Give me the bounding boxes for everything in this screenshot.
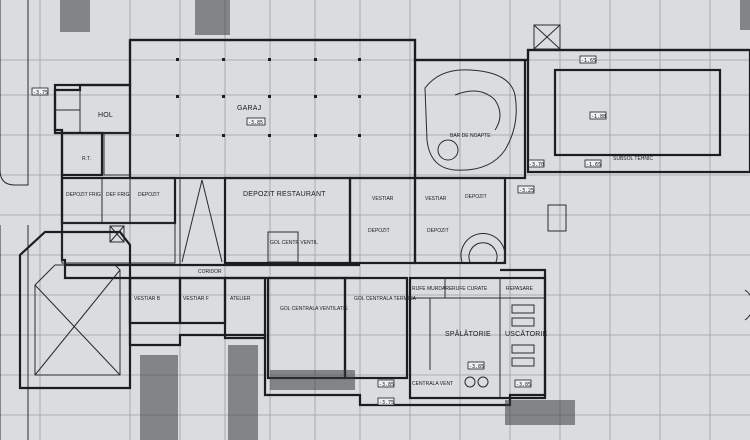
- label-depozit-restaurant: DEPOZIT RESTAURANT: [243, 191, 326, 198]
- washer-1: [464, 376, 476, 388]
- north-arrow-arc: [744, 289, 750, 321]
- room-gol-centrala-termica: [343, 276, 409, 380]
- label-subsol-tehnic: SUBSOL TEHNIC: [613, 156, 653, 162]
- hatch-bottom-2: [228, 345, 258, 440]
- label-depozit-2: DEPOZIT: [368, 228, 390, 234]
- bar-round-table: [437, 139, 459, 161]
- label-vestiar-f: VESTIAR F: [183, 296, 209, 302]
- stair-subsol: [533, 24, 561, 50]
- room-subsol-tehnic: [526, 48, 750, 174]
- level-gol2: -3.75: [379, 400, 394, 406]
- level-garaj: -3.85: [248, 120, 263, 126]
- level-bar1: -3.70: [529, 162, 544, 168]
- outbuilding-sw: [18, 230, 132, 390]
- label-uscatorie: USCĂTORIE: [505, 329, 548, 338]
- label-spalatorie: SPĂLĂTORIE: [445, 329, 491, 338]
- level-box-garaj: [246, 117, 266, 126]
- hatch-top-mid: [195, 0, 230, 35]
- level-box-sub1: [579, 55, 597, 64]
- label-rufe-murdare: RUFE MURDARE: [412, 286, 453, 292]
- room-gol-centr-ventil: [267, 231, 299, 263]
- hatch-bottom-1: [140, 355, 178, 440]
- room-rt: [60, 131, 104, 177]
- level-box-hol: [31, 87, 49, 96]
- room-garaj: [128, 38, 417, 180]
- label-hol: HOL: [98, 112, 113, 119]
- label-bar-de-noapte: BAR DE NOAPTE: [450, 133, 491, 139]
- road-left-lower: [0, 225, 29, 440]
- label-depozit: DEPOZIT: [138, 192, 160, 198]
- block-hol: [53, 83, 132, 135]
- level-sub1: -1.65: [581, 58, 596, 64]
- label-vestiar-2: VESTIAR: [425, 196, 447, 202]
- level-sub3: -1.65: [586, 162, 601, 168]
- bar-counter: [454, 90, 501, 131]
- hatch-top-right: [740, 0, 750, 30]
- room-gol-centrala-ventilatie: [266, 276, 347, 380]
- level-box-sub3: [584, 159, 602, 168]
- label-atelier: ATELIER: [230, 296, 251, 302]
- room-atelier: [223, 276, 267, 340]
- label-vestiar: VESTIAR: [372, 196, 394, 202]
- hatch-bottom-4: [505, 400, 575, 425]
- level-box-spal: [467, 361, 485, 370]
- label-rufe-curate: RUFE CURATE: [452, 286, 488, 292]
- label-gol-centrala-termica: GOL CENTRALA TERMICA: [354, 296, 417, 302]
- washer-2: [477, 376, 489, 388]
- block-sanitary: [61, 222, 176, 264]
- garage-columns: [176, 58, 361, 137]
- label-depozit-frig: DEPOZIT FRIG: [66, 192, 101, 198]
- label-rt: R.T.: [82, 156, 91, 162]
- label-repasare: REPASARE: [506, 286, 534, 292]
- lift-1: [109, 225, 125, 243]
- dryers: [511, 304, 535, 367]
- level-spal: -3.85: [469, 364, 484, 370]
- label-gol-centr-ventil: GOL CENTR VENTIL: [270, 240, 318, 246]
- level-hol: -3.75: [33, 90, 48, 96]
- label-vestiar-b: VESTIAR B: [134, 296, 161, 302]
- level-usc: -3.85: [516, 382, 531, 388]
- level-box-bar2: [517, 185, 535, 194]
- label-gol-centrala-ventilatie: GOL CENTRALA VENTILATIE: [280, 306, 348, 312]
- room-subsol-inner: [553, 68, 722, 157]
- spiral-stair: [460, 232, 506, 263]
- label-garaj: GARAJ: [237, 105, 261, 112]
- ramp: [179, 177, 226, 266]
- room-stair: [103, 132, 131, 176]
- bar-curved-wall: [424, 69, 517, 171]
- level-box-gol1: [377, 379, 395, 388]
- level-box-sub2: [589, 111, 607, 120]
- level-bar2: -3.25: [519, 188, 534, 194]
- level-box-gol2: [377, 397, 395, 406]
- label-def-frig: DEF FRIG: [106, 192, 129, 198]
- label-coridor: CORIDOR: [198, 269, 222, 275]
- level-box-usc: [514, 379, 532, 388]
- block-laundry: [408, 276, 547, 400]
- room-bar-de-noapte: [413, 58, 527, 180]
- road-left: [0, 0, 29, 186]
- level-gol1: -3.85: [379, 382, 394, 388]
- block-depozit: [60, 176, 177, 225]
- level-sub2: -1.88: [591, 114, 606, 120]
- label-centrala-vent: CENTRALA VENT: [412, 381, 453, 387]
- hatch-bottom-3: [270, 370, 355, 390]
- stair-east: [547, 204, 567, 232]
- label-depozit-4: DEPOZIT: [427, 228, 449, 234]
- spiral-stair-inner: [468, 242, 498, 263]
- hatch-top-left: [60, 0, 90, 32]
- label-depozit-3: DEPOZIT: [465, 194, 487, 200]
